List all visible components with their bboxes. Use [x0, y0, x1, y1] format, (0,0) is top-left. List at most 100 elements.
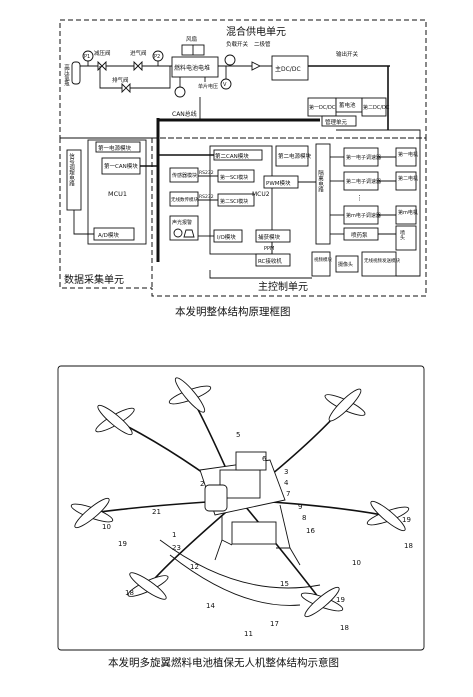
fuel-cell-block — [171, 56, 219, 78]
video-module — [311, 251, 331, 277]
landing-gear-right — [289, 547, 301, 566]
svg-text:15: 15 — [280, 580, 289, 588]
rotor-front-right — [324, 388, 366, 422]
control-unit-boundary — [151, 137, 427, 297]
first-sci-module — [217, 169, 255, 183]
svg-text:8: 8 — [302, 514, 306, 522]
wireless-video-module — [361, 251, 397, 277]
svg-text:⋮: ⋮ — [356, 194, 363, 202]
svg-text:第二SCI模块: 第二SCI模块 — [220, 198, 248, 205]
svg-text:第一电机: 第一电机 — [398, 151, 418, 158]
isolation-circuit — [315, 143, 331, 245]
stack-voltage-label: 单片电压 — [198, 83, 218, 90]
svg-text:隔离电路: 隔离电路 — [317, 169, 324, 194]
svg-text:RS232: RS232 — [199, 170, 214, 176]
drone-frame-border — [57, 365, 425, 651]
mcu2-label: MCU2 — [252, 191, 270, 198]
rotor-front-left — [95, 404, 135, 436]
capture-module — [255, 229, 291, 243]
rotor-front — [168, 377, 212, 413]
control-unit-title: 主控制单元 — [258, 280, 308, 293]
svg-text:1: 1 — [172, 531, 176, 539]
power-unit-title: 混合供电单元 — [226, 25, 286, 38]
rotor-right — [366, 500, 410, 532]
current-sensor-icon — [224, 54, 236, 66]
svg-text:第一SCI模块: 第一SCI模块 — [220, 174, 248, 181]
svg-text:11: 11 — [244, 630, 253, 638]
svg-text:第m电机: 第m电机 — [398, 209, 418, 216]
svg-text:第一CAN模块: 第一CAN模块 — [104, 162, 138, 170]
hydrogen-tank — [204, 484, 228, 512]
svg-text:19: 19 — [402, 516, 411, 524]
svg-text:5: 5 — [236, 431, 240, 439]
part-number-labels: 5 6 3 4 7 9 8 16 2 21 1 23 12 14 15 17 1… — [102, 431, 413, 638]
svg-text:10: 10 — [352, 559, 361, 567]
mcu1-label: MCU1 — [108, 190, 127, 198]
svg-text:18: 18 — [404, 542, 413, 550]
svg-text:P2: P2 — [154, 54, 160, 60]
svg-text:2: 2 — [200, 480, 204, 488]
svg-text:4: 4 — [284, 479, 289, 487]
rotor-back-left — [127, 572, 169, 600]
wireless-module — [169, 191, 199, 207]
second-power-module — [275, 145, 309, 167]
svg-text:第二电源模块: 第二电源模块 — [278, 152, 312, 160]
svg-text:声光报警: 声光报警 — [172, 219, 192, 226]
rotor-left — [70, 497, 114, 529]
hydrogen-cylinder-icon — [71, 61, 81, 85]
svg-text:摄像头: 摄像头 — [338, 261, 353, 268]
svg-text:RC接收机: RC接收机 — [258, 257, 282, 265]
svg-text:无线数传模块: 无线数传模块 — [171, 196, 198, 203]
svg-text:3: 3 — [284, 468, 288, 476]
sensor-module — [169, 167, 199, 183]
svg-text:18: 18 — [125, 589, 134, 597]
svg-text:第一电源模块: 第一电源模块 — [98, 144, 132, 152]
svg-text:第m电子调速器: 第m电子调速器 — [346, 212, 381, 219]
reducer-label: 减压阀 — [94, 49, 111, 57]
main-dcdc-block — [271, 55, 309, 81]
svg-text:第一DC/DC: 第一DC/DC — [309, 104, 336, 111]
svg-text:P1: P1 — [84, 54, 90, 60]
svg-text:视频模块: 视频模块 — [314, 256, 332, 263]
control-box — [235, 451, 267, 471]
svg-text:RS232: RS232 — [199, 194, 214, 200]
svg-text:17: 17 — [270, 620, 279, 628]
svg-text:无线视频发送模块: 无线视频发送模块 — [364, 257, 400, 264]
svg-text:16: 16 — [306, 527, 315, 535]
camera-module — [335, 255, 359, 273]
svg-text:6: 6 — [262, 455, 267, 463]
drone-diagram-caption: 本发明多旋翼燃料电池植保无人机整体结构示意图 — [108, 656, 339, 669]
block-diagram-caption: 本发明整体结构原理框图 — [175, 305, 291, 318]
svg-text:第一电子调速器: 第一电子调速器 — [346, 154, 381, 161]
svg-text:21: 21 — [152, 508, 161, 516]
reducer-valve-icon — [97, 60, 107, 72]
svg-text:信号调理电路: 信号调理电路 — [68, 152, 75, 188]
svg-text:燃料电池电堆: 燃料电池电堆 — [174, 64, 210, 72]
svg-text:PPM: PPM — [264, 246, 274, 252]
landing-gear-left — [214, 539, 223, 561]
arm-back-right — [239, 499, 323, 603]
diode-label: 二极管 — [254, 40, 271, 48]
svg-text:第二电子调速器: 第二电子调速器 — [346, 178, 381, 185]
svg-text:捕获模块: 捕获模块 — [258, 233, 281, 241]
exhaust-valve-icon — [121, 82, 131, 94]
svg-text:PWM模块: PWM模块 — [266, 179, 291, 187]
management-unit-block — [321, 115, 357, 127]
svg-text:19: 19 — [118, 540, 127, 548]
svg-text:14: 14 — [206, 602, 215, 610]
svg-text:I/O模块: I/O模块 — [217, 233, 236, 241]
spray-boom — [159, 539, 321, 589]
first-power-module — [95, 141, 141, 153]
pesticide-tank — [231, 521, 277, 545]
svg-text:23: 23 — [172, 544, 181, 552]
svg-text:V: V — [223, 82, 227, 88]
svg-text:传感器模块: 传感器模块 — [172, 172, 197, 179]
load-switch-label: 负载开关 — [226, 40, 249, 48]
second-sci-module — [217, 193, 255, 207]
svg-text:第二DC/DC: 第二DC/DC — [363, 104, 390, 111]
intake-valve-label: 进气阀 — [130, 49, 147, 57]
svg-text:第二电机: 第二电机 — [398, 175, 418, 182]
mcu1-block — [87, 139, 147, 245]
lamp-icon — [183, 229, 195, 238]
